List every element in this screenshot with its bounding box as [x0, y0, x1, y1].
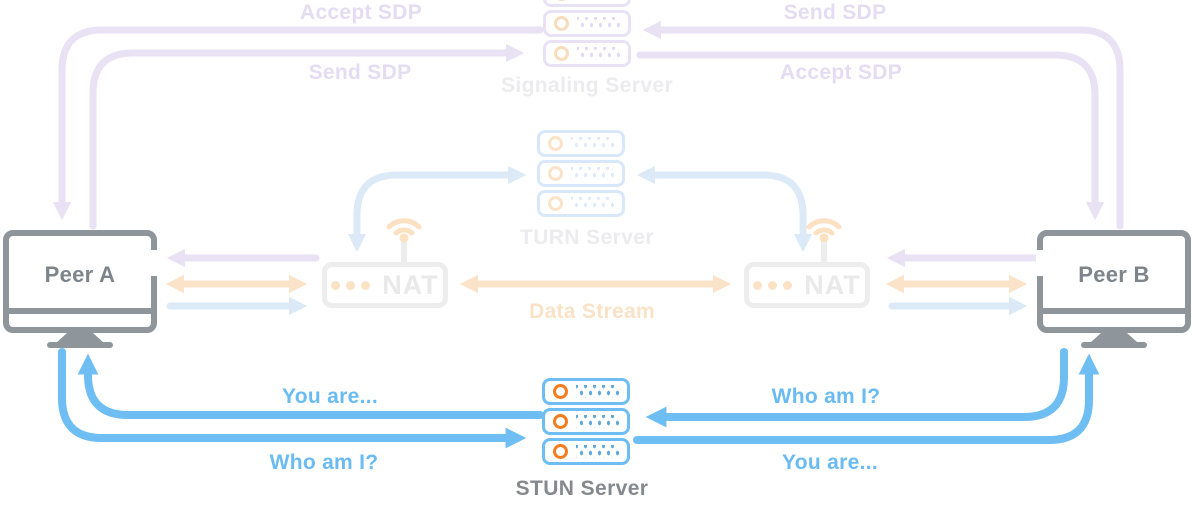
who-am-i-label-left: Who am I?: [269, 451, 379, 474]
server-dots: [571, 167, 615, 180]
accept-sdp-arrow-to-peer-b: [636, 51, 1105, 221]
nat-label: NAT: [382, 269, 439, 300]
who-am-i-arrow-from-peer-b: [645, 348, 1068, 428]
server-unit: [537, 130, 625, 157]
peer-b-monitor: Peer B: [1036, 230, 1191, 333]
who-am-i-arrow-from-peer-a: [58, 348, 527, 449]
peer-b-stand-base: [1081, 342, 1147, 348]
nat-dot: [361, 280, 371, 290]
nat-dot: [753, 280, 763, 290]
turn-arrow-left-nat: [347, 165, 527, 253]
server-dots: [577, 47, 621, 60]
you-are-arrow-to-peer-a: [77, 353, 544, 419]
server-dots: [577, 17, 621, 30]
send-sdp-label-right: Send SDP: [783, 1, 887, 24]
you-are-arrow-to-peer-b: [633, 353, 1100, 444]
monitor-notch: [149, 250, 158, 276]
accept-sdp-label-left: Accept SDP: [299, 1, 423, 24]
server-dots: [576, 445, 620, 458]
signaling-server-stack: [543, 0, 631, 70]
wifi-icon-right: [806, 218, 842, 265]
server-dots: [571, 197, 615, 210]
stun-server-stack: [542, 378, 630, 468]
server-unit: [543, 40, 631, 67]
server-unit: [542, 438, 630, 465]
send-sdp-arrow-from-peer-b: [642, 20, 1124, 230]
send-sdp-arrow-from-peer-a: [89, 43, 525, 230]
monitor-bezel: [9, 308, 151, 314]
data-stream-label: Data Stream: [529, 300, 655, 323]
server-unit: [542, 408, 630, 435]
turn-server-stack: [537, 130, 625, 220]
accept-sdp-arrow-to-peer-a: [52, 26, 544, 221]
monitor-bezel: [1043, 308, 1185, 314]
peer-a-label: Peer A: [44, 262, 116, 287]
server-unit: [543, 10, 631, 37]
signaling-server-label: Signaling Server: [500, 74, 674, 97]
nat-label: NAT: [804, 269, 861, 300]
nat-dot: [768, 280, 778, 290]
stun-server-label: STUN Server: [515, 477, 649, 500]
server-dots: [571, 137, 615, 150]
server-led-icon: [548, 196, 563, 211]
wifi-icon-left: [386, 218, 422, 265]
server-led-icon: [553, 414, 568, 429]
you-are-label-left: You are...: [282, 385, 378, 408]
server-led-icon: [553, 384, 568, 399]
peer-a-stand-base: [47, 342, 113, 348]
server-led-icon: [548, 136, 563, 151]
turn-server-label: TURN Server: [520, 226, 654, 249]
server-led-icon: [553, 444, 568, 459]
send-sdp-label-left: Send SDP: [308, 61, 412, 84]
nat-dot: [331, 280, 341, 290]
who-am-i-label-right: Who am I?: [771, 385, 881, 408]
nat-box-left: NAT: [322, 262, 448, 308]
nat-dot: [346, 280, 356, 290]
turn-arrow-right-nat: [636, 165, 813, 253]
server-unit: [537, 190, 625, 217]
peer-a-monitor: Peer A: [3, 230, 158, 333]
server-dots: [576, 415, 620, 428]
you-are-label-right: You are...: [782, 451, 878, 474]
peer-b-label: Peer B: [1078, 262, 1150, 287]
peer-a-stand-legs: [57, 333, 103, 342]
server-dots: [576, 385, 620, 398]
server-led-icon: [554, 16, 569, 31]
accept-sdp-label-right: Accept SDP: [779, 61, 903, 84]
nat-dot: [783, 280, 793, 290]
server-unit: [542, 378, 630, 405]
server-led-icon: [554, 0, 569, 1]
peer-b-stand-legs: [1091, 333, 1137, 342]
server-led-icon: [554, 46, 569, 61]
server-unit: [543, 0, 631, 7]
nat-box-right: NAT: [744, 262, 870, 308]
server-led-icon: [548, 166, 563, 181]
monitor-notch: [1036, 250, 1045, 276]
server-unit: [537, 160, 625, 187]
